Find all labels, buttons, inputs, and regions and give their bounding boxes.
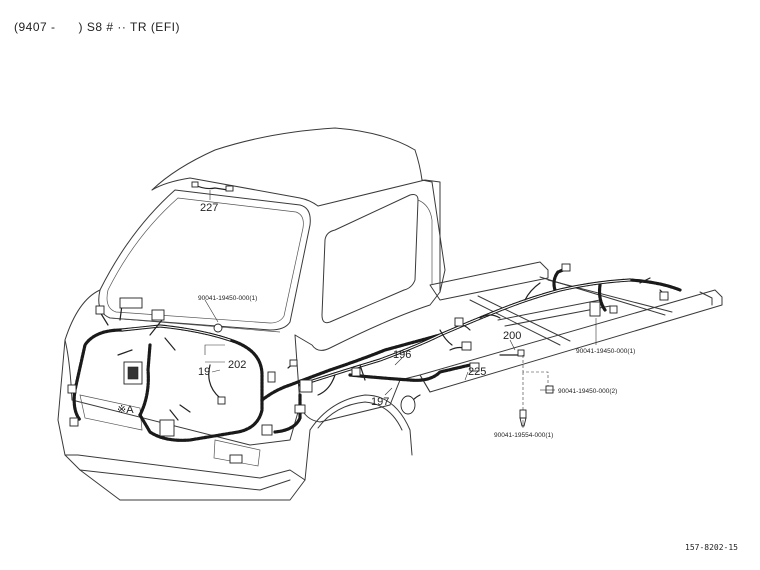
- header-title: (9407 - ) S8 # ·· TR (EFI): [14, 20, 180, 34]
- part-number-2: 90041-19450-000(1): [576, 348, 635, 355]
- callout-225: 225: [468, 366, 486, 378]
- part-number-3: 90041-19450-000(2): [558, 388, 617, 395]
- part-number-4: 90041-19554-000(1): [494, 432, 553, 439]
- callout-197: 197: [371, 396, 389, 408]
- callout-227: 227: [200, 202, 218, 214]
- callout-19: 19: [198, 366, 210, 378]
- branch-wires: [99, 184, 669, 421]
- main-harness: [72, 266, 682, 442]
- callout-196: 196: [393, 349, 411, 361]
- truck-cab: [57, 127, 446, 501]
- callout-200: 200: [503, 330, 521, 342]
- callout-a: ※A: [117, 404, 134, 416]
- page-number: 157-8202-15: [685, 543, 738, 552]
- chassis-frame: [419, 261, 723, 393]
- leader-lines: [204, 190, 597, 428]
- callout-202: 202: [228, 359, 246, 371]
- part-number-1: 90041-19450-000(1): [198, 295, 257, 302]
- connectors: [67, 181, 669, 464]
